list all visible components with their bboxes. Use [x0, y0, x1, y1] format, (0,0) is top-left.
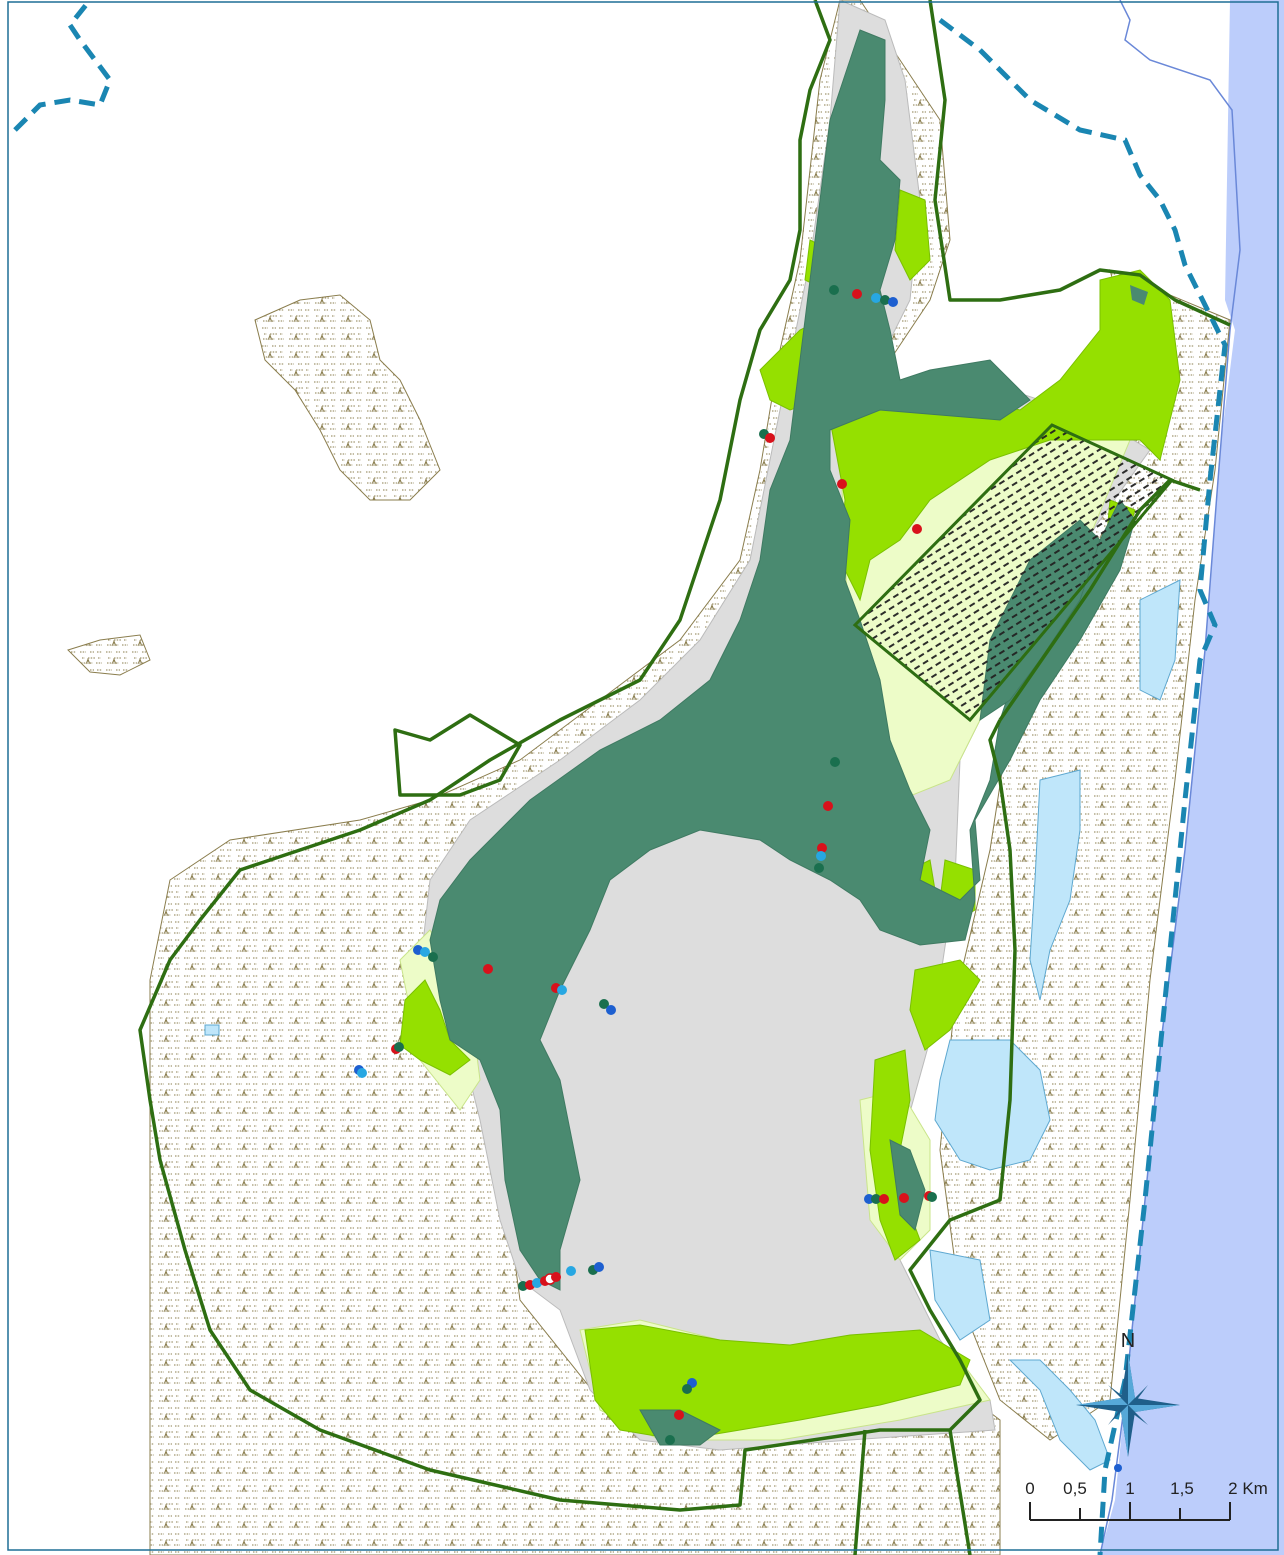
coastline: [1099, 0, 1241, 1555]
scale-tick-3: 1,5: [1170, 1479, 1194, 1498]
sample-point[interactable]: [606, 1005, 616, 1015]
sample-point[interactable]: [830, 757, 840, 767]
sample-point[interactable]: [551, 1272, 561, 1282]
sample-point[interactable]: [557, 985, 567, 995]
sample-point[interactable]: [837, 479, 847, 489]
sample-point[interactable]: [566, 1266, 576, 1276]
north-label: N: [1121, 1330, 1135, 1352]
sample-points: [354, 285, 1122, 1472]
sample-point[interactable]: [428, 952, 438, 962]
sample-point[interactable]: [888, 297, 898, 307]
sample-point[interactable]: [912, 524, 922, 534]
sample-point[interactable]: [665, 1435, 675, 1445]
sample-point[interactable]: [483, 964, 493, 974]
sample-point[interactable]: [871, 293, 881, 303]
scale-tick-1: 0,5: [1063, 1479, 1087, 1498]
sample-point[interactable]: [594, 1262, 604, 1272]
map-border: [7, 1, 1279, 1551]
compass-rose-icon: N: [1076, 1330, 1180, 1457]
sample-point[interactable]: [765, 433, 775, 443]
water-bodies: [204, 579, 1181, 1471]
sample-point[interactable]: [599, 999, 609, 1009]
sample-point[interactable]: [816, 851, 826, 861]
sea-area: [1100, 0, 1284, 1555]
sample-point[interactable]: [899, 1193, 909, 1203]
sample-point[interactable]: [864, 1194, 874, 1204]
sample-point[interactable]: [357, 1068, 367, 1078]
sample-point[interactable]: [1114, 1464, 1122, 1472]
sample-point[interactable]: [817, 843, 827, 853]
protected-area-boundary: [138, 0, 1231, 1555]
sample-point[interactable]: [829, 285, 839, 295]
sample-point[interactable]: [814, 863, 824, 873]
sample-point[interactable]: [927, 1192, 937, 1202]
sample-point[interactable]: [394, 1042, 404, 1052]
scale-bar: 0 0,5 1 1,5 2 Km: [1025, 1479, 1268, 1521]
sample-point[interactable]: [880, 295, 890, 305]
sample-point[interactable]: [682, 1384, 692, 1394]
sample-point[interactable]: [532, 1278, 542, 1288]
sample-point[interactable]: [420, 947, 430, 957]
sample-point[interactable]: [674, 1410, 684, 1420]
sample-point[interactable]: [823, 801, 833, 811]
scale-tick-2: 1: [1125, 1479, 1134, 1498]
sample-point[interactable]: [879, 1194, 889, 1204]
scale-tick-0: 0: [1025, 1479, 1034, 1498]
dashed-boundary: [13, 0, 1228, 1555]
scale-tick-4: 2 Km: [1228, 1479, 1268, 1498]
sample-point[interactable]: [852, 289, 862, 299]
sample-point[interactable]: [871, 1194, 881, 1204]
